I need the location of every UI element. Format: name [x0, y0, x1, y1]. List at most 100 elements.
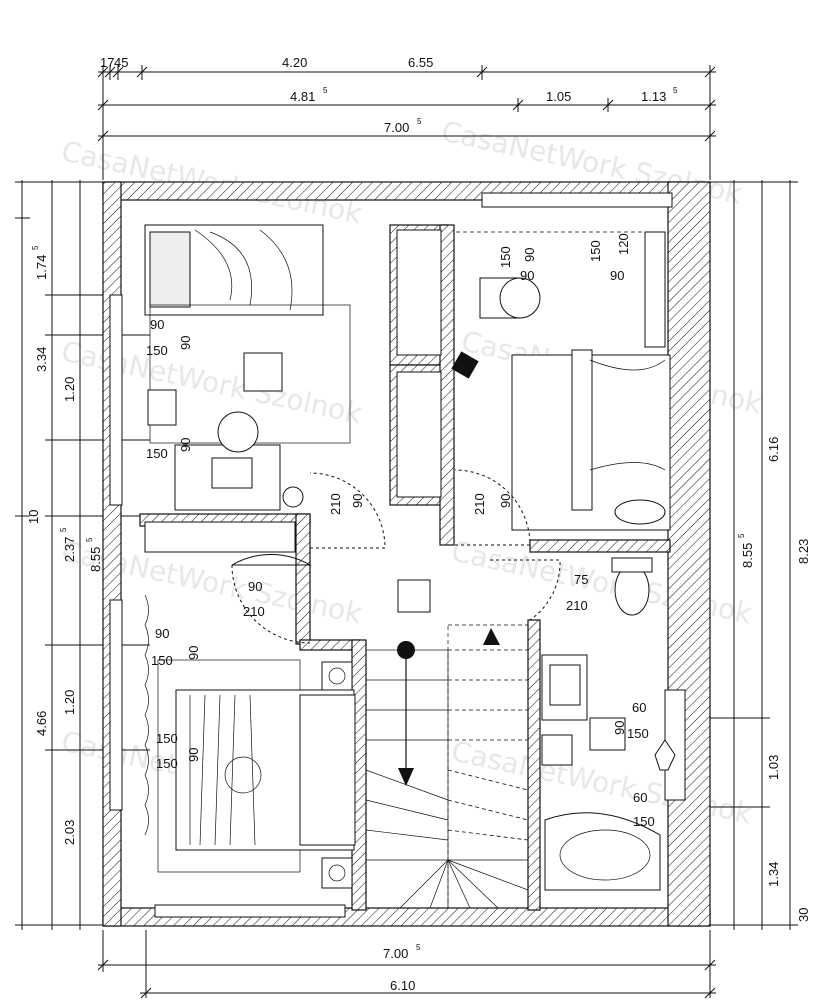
door2-210: 210 [472, 493, 487, 515]
dim-left-174-sup: 5 [31, 245, 40, 250]
dim-left-10: 10 [26, 510, 41, 524]
dim-left-855-sup: 5 [85, 537, 94, 542]
dim-top-113-sup: 5 [673, 86, 678, 95]
side-shelf [147, 389, 177, 426]
label-90: 90 [150, 317, 164, 332]
right-dimensions: 6.16 8.55 5 8.23 30 1.03 1.34 [690, 180, 811, 930]
stair-down-arrow [398, 768, 414, 786]
dim-bottom-inner: 6.10 [390, 978, 415, 993]
doors: 210 90 210 90 90 210 75 210 [231, 469, 588, 644]
dim-bottom-total: 7.00 [383, 946, 408, 961]
washbasin-cabinet [541, 734, 573, 766]
dim-top-45: 45 [114, 55, 128, 70]
dim-left-120a: 1.20 [62, 377, 77, 402]
label-150: 150 [151, 653, 173, 668]
dim-right-823: 8.23 [796, 539, 811, 564]
nightstand-top [321, 661, 353, 691]
rug-center [243, 352, 283, 392]
dim-top-113: 1.13 [641, 89, 666, 104]
dim-top-total: 7.00 [384, 120, 409, 135]
outer-walls [102, 181, 711, 927]
dim-left-334: 3.34 [34, 347, 49, 372]
bed-headboard [571, 349, 593, 511]
label-150: 150 [498, 246, 513, 268]
stair-up-arrow [483, 628, 500, 645]
room-bedroom-bottom-left: 90 150 90 150 150 90 [144, 594, 356, 889]
dim-top-total-sup: 5 [417, 117, 422, 126]
window-top-right [481, 192, 673, 208]
dim-left-203: 2.03 [62, 820, 77, 845]
window-left-upper [109, 294, 123, 506]
label-90-rot: 90 [186, 646, 201, 660]
dim-top-105: 1.05 [546, 89, 571, 104]
label-150: 150 [146, 343, 168, 358]
monitor [211, 457, 253, 489]
bath-150: 150 [627, 726, 649, 741]
window-left-lower [109, 599, 123, 811]
towel-rail [654, 739, 676, 771]
label-90-rot-b: 90 [178, 438, 193, 452]
label-120: 120 [616, 233, 631, 255]
door1-90: 90 [350, 494, 365, 508]
interior-walls [139, 224, 671, 911]
bath-150-b: 150 [633, 814, 655, 829]
dim-left-466: 4.66 [34, 711, 49, 736]
dim-right-616: 6.16 [766, 437, 781, 462]
dim-top-420: 4.20 [282, 55, 307, 70]
bath-90: 90 [612, 721, 627, 735]
toilet-tank [611, 557, 653, 573]
room-bedroom-top-left: 90 150 90 90 150 [144, 224, 351, 511]
dim-right-134: 1.34 [766, 862, 781, 887]
label-90-c: 90 [520, 268, 534, 283]
nightstand-bottom [321, 857, 353, 889]
label-90-rot: 90 [178, 336, 193, 350]
dim-top-655: 6.55 [408, 55, 433, 70]
shower-tray [549, 664, 581, 706]
dim-right-855-sup: 5 [737, 533, 746, 538]
label-150-c: 150 [156, 756, 178, 771]
bath-60-b: 60 [633, 790, 647, 805]
dim-top-481: 4.81 [290, 89, 315, 104]
label-150-b: 150 [156, 731, 178, 746]
left-dimensions: 1.74 5 3.34 10 8.55 5 4.66 1.20 2.37 5 1… [15, 180, 150, 930]
room-bedroom-top-right: 150 90 150 120 90 90 [451, 231, 671, 531]
wardrobe-left [144, 521, 296, 553]
bottom-dimensions: 7.00 5 6.10 [97, 930, 716, 999]
dim-top-481-sup: 5 [323, 86, 328, 95]
curtain [144, 594, 149, 836]
dim-top-17: 17 [100, 55, 114, 70]
dim-left-237: 2.37 [62, 537, 77, 562]
washbasin [589, 717, 626, 751]
bed-cushion [614, 499, 666, 525]
dim-left-174: 1.74 [34, 255, 49, 280]
door3-90: 90 [248, 579, 262, 594]
label-150-b: 150 [588, 240, 603, 262]
door4-75: 75 [574, 572, 588, 587]
dim-left-855: 8.55 [88, 547, 103, 572]
label-90: 90 [522, 248, 537, 262]
dim-left-120b: 1.20 [62, 690, 77, 715]
bed-pillows [299, 694, 356, 846]
bathtub [544, 812, 661, 891]
dim-right-30: 30 [796, 908, 811, 922]
dim-right-103: 1.03 [766, 755, 781, 780]
label-90: 90 [155, 626, 169, 641]
label-90-b: 90 [610, 268, 624, 283]
dim-left-237-sup: 5 [59, 527, 68, 532]
window-bottom [154, 904, 346, 918]
room-bathroom: 60 90 150 60 150 [541, 557, 676, 891]
dim-right-855: 8.55 [740, 543, 755, 568]
desk-chair [217, 411, 259, 453]
door1-210: 210 [328, 493, 343, 515]
chair-seat [499, 277, 541, 319]
lamp [282, 486, 304, 508]
hall [397, 579, 431, 613]
bed-pillow [149, 231, 191, 308]
label-150-b: 150 [146, 446, 168, 461]
shelf-right [644, 231, 666, 348]
bath-60: 60 [632, 700, 646, 715]
top-dimensions: 17 45 4.20 6.55 4.81 5 1.05 1.13 5 7.00 … [97, 55, 716, 180]
wardrobe-middle [396, 371, 442, 498]
stair-start-marker [397, 641, 415, 659]
